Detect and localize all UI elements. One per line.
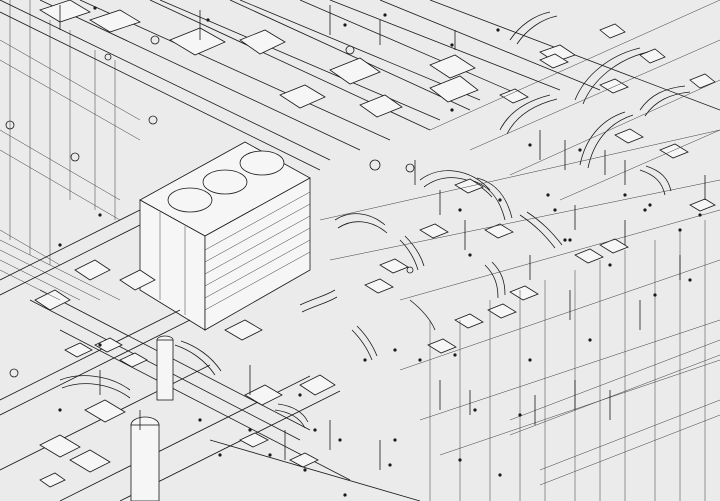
right-facade-mullions [429, 220, 720, 501]
control-point [198, 418, 202, 422]
lower-left-ducts [0, 209, 421, 501]
control-point [98, 343, 102, 347]
control-point [313, 428, 317, 432]
control-point [98, 213, 102, 217]
control-point [453, 353, 457, 357]
control-point [688, 278, 692, 282]
access-points [5, 35, 415, 378]
control-point [450, 43, 454, 47]
control-point [553, 208, 557, 212]
control-point [458, 208, 462, 212]
control-point [623, 193, 627, 197]
ahu-fan-units [167, 150, 285, 213]
control-point [383, 13, 387, 17]
control-point [528, 358, 532, 362]
ceiling-diffusers [364, 53, 716, 354]
control-point [393, 348, 397, 352]
control-point [268, 453, 272, 457]
control-point [93, 6, 97, 10]
control-point [698, 213, 702, 217]
control-point [498, 473, 502, 477]
control-point [450, 108, 454, 112]
control-point [338, 438, 342, 442]
control-point [58, 243, 62, 247]
control-point [568, 238, 572, 242]
control-point [678, 228, 682, 232]
control-point [458, 458, 462, 462]
control-point [608, 263, 612, 267]
control-point [58, 408, 62, 412]
control-point [648, 203, 652, 207]
ceiling-grid [319, 0, 720, 456]
control-point [643, 208, 647, 212]
control-point [343, 23, 347, 27]
control-point [563, 238, 567, 242]
floor-plane [0, 239, 121, 301]
riser-pipe [130, 335, 174, 501]
control-point [393, 438, 397, 442]
control-point [298, 393, 302, 397]
control-point [363, 358, 367, 362]
control-point [496, 28, 500, 32]
control-point [248, 428, 252, 432]
control-point [578, 148, 582, 152]
control-point [546, 193, 550, 197]
control-point [653, 293, 657, 297]
control-point [518, 413, 522, 417]
hanger-rods [59, 5, 706, 470]
control-point [388, 463, 392, 467]
control-points [58, 6, 702, 497]
control-point [206, 18, 210, 22]
control-point [303, 468, 307, 472]
left-facade-glazing [0, 0, 141, 266]
control-point [498, 198, 502, 202]
control-point [528, 143, 532, 147]
control-point [473, 408, 477, 412]
air-handling-unit [139, 141, 311, 331]
control-point [418, 358, 422, 362]
control-point [588, 338, 592, 342]
top-left-duct-runs [0, 0, 720, 171]
control-point [343, 493, 347, 497]
control-point [468, 253, 472, 257]
control-point [218, 453, 222, 457]
